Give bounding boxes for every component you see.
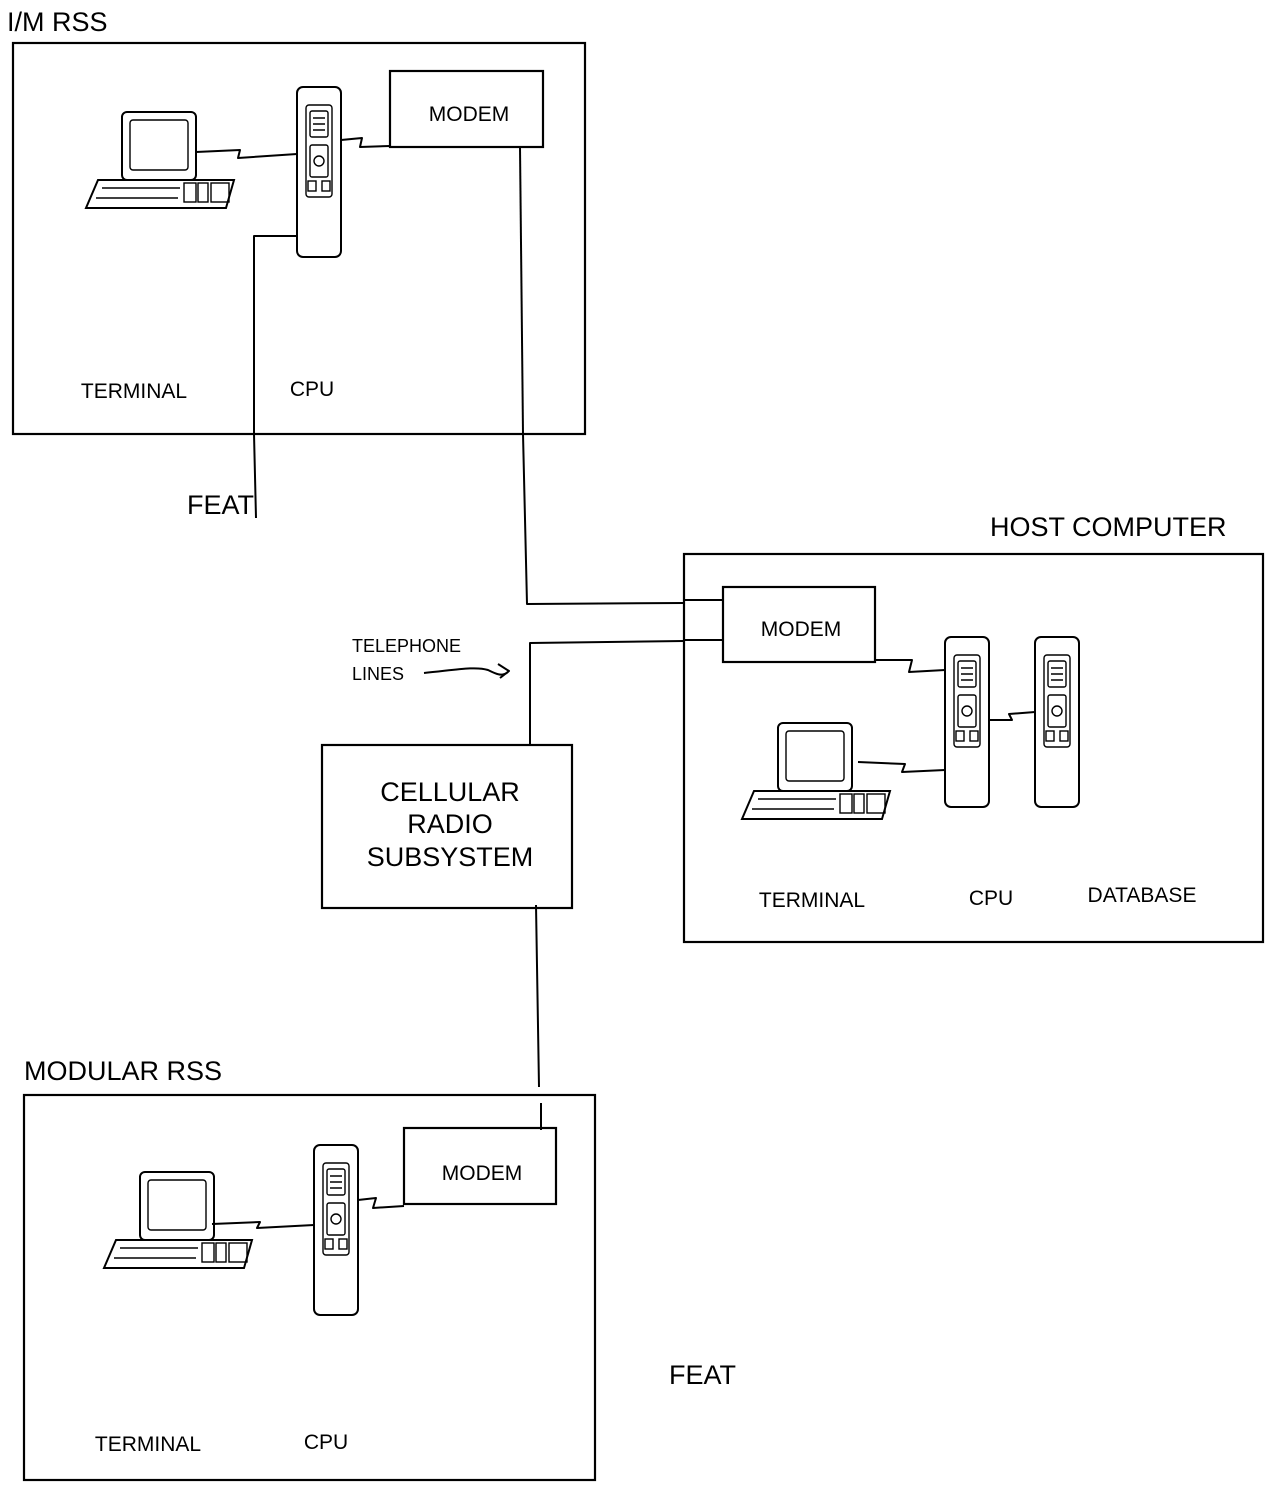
im-cpu-icon (297, 87, 341, 257)
host-terminal-cpu-wire (858, 762, 945, 772)
cellular-group: CELLULAR RADIO SUBSYSTEM (322, 745, 572, 1130)
telephone-line-2 (530, 641, 684, 745)
host-modem-ports (684, 600, 723, 640)
im-terminal-icon (86, 112, 234, 208)
telephone-pointer-arrow (424, 668, 508, 674)
host-title: HOST COMPUTER (990, 512, 1227, 542)
modular-terminal-label: TERMINAL (95, 1433, 201, 1456)
host-terminal-label: TERMINAL (759, 889, 865, 912)
im-modem-line-inside (520, 147, 523, 434)
cellular-modular-line (536, 905, 541, 1130)
telephone-label-line2: LINES (352, 664, 404, 684)
host-cpu-database-wire (989, 712, 1035, 720)
modular-feat-label: FEAT (669, 1360, 736, 1390)
modular-rss-box (24, 1095, 595, 1480)
im-feat-label: FEAT (187, 490, 254, 520)
host-database-label: DATABASE (1088, 884, 1197, 907)
host-modem-label: MODEM (761, 618, 842, 641)
im-rss-title: I/M RSS (7, 7, 108, 37)
im-cpu-modem-wire (341, 138, 390, 147)
host-computer-group: HOST COMPUTER MODEM TERMINAL CPU DATABAS… (684, 512, 1263, 942)
im-cpu-label: CPU (290, 378, 334, 401)
modular-cpu-icon (314, 1145, 358, 1315)
modular-cpu-modem-wire (358, 1198, 404, 1208)
modular-terminal-cpu-wire (212, 1222, 314, 1228)
host-cpu-icon (945, 637, 989, 807)
im-feat-line (254, 236, 297, 518)
modular-terminal-icon (104, 1172, 252, 1268)
im-terminal-cpu-wire (196, 150, 297, 158)
host-database-icon (1035, 637, 1079, 807)
telephone-arrowhead (498, 664, 509, 678)
host-cpu-label: CPU (969, 887, 1013, 910)
host-modem-cpu-wire (875, 660, 945, 672)
im-modem-label: MODEM (429, 103, 510, 126)
cellular-label-line2: RADIO (407, 809, 493, 839)
modular-rss-title: MODULAR RSS (24, 1056, 222, 1086)
telephone-line-1 (523, 434, 684, 604)
cellular-label-line3: SUBSYSTEM (367, 842, 534, 872)
cellular-label-line1: CELLULAR (380, 777, 520, 807)
modular-cpu-label: CPU (304, 1431, 348, 1454)
modular-rss-group: MODULAR RSS MODEM TERMINAL CPU FEAT (24, 1056, 736, 1480)
telephone-label-line1: TELEPHONE (352, 636, 461, 656)
host-terminal-icon (742, 723, 890, 819)
im-rss-group: I/M RSS MODEM TERMINAL CPU FEAT (7, 7, 585, 520)
im-terminal-label: TERMINAL (81, 380, 187, 403)
telephone-lines-group: TELEPHONE LINES (352, 434, 684, 745)
modular-modem-label: MODEM (442, 1162, 523, 1185)
